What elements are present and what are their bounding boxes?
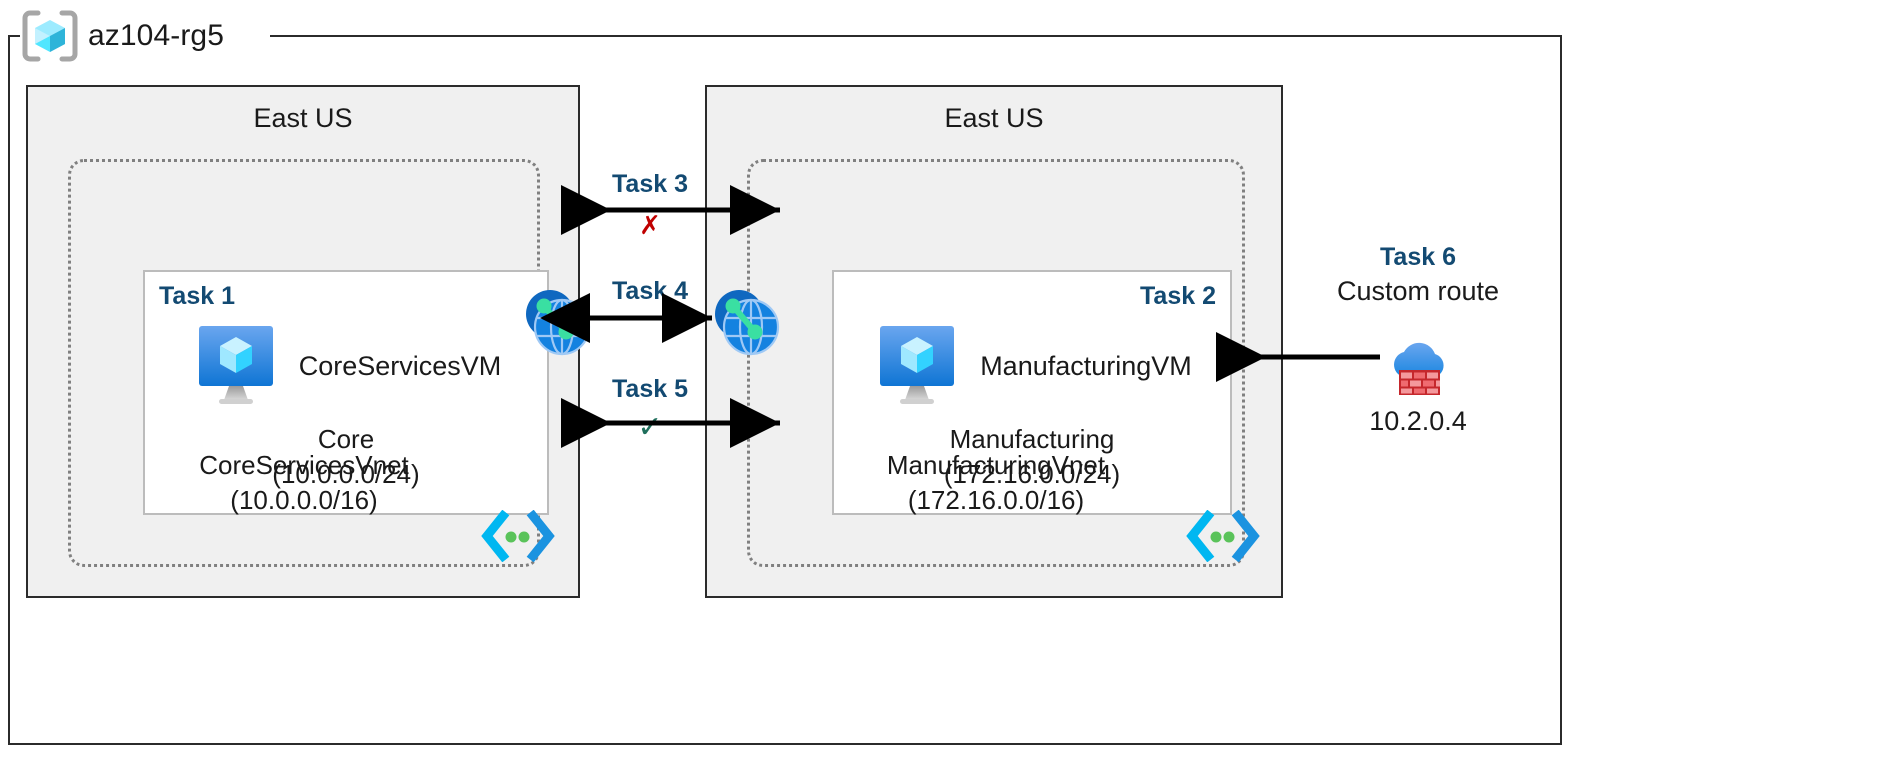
- vnet-label-manufacturing: ManufacturingVnet (172.16.0.0/16): [750, 448, 1242, 517]
- region-east-us-right: East US Task 2: [705, 85, 1283, 598]
- vnet-cidr-manufacturing: (172.16.0.0/16): [907, 484, 1085, 515]
- task-5-status-check: ✓: [637, 411, 663, 444]
- task-label-2: Task 2: [1140, 282, 1216, 310]
- subnet-manufacturing: Task 2: [832, 270, 1232, 515]
- vnet-coreservicesvnet: Task 1: [68, 159, 555, 567]
- subnet-core: Task 1: [143, 270, 549, 515]
- code-brackets-icon: [1186, 510, 1260, 562]
- subnet-label-manufacturing: Manufacturing (172.16.0.0/24): [834, 422, 1230, 491]
- vm-row-manufacturing: ManufacturingVM: [834, 318, 1230, 414]
- custom-route-label: Custom route: [1336, 276, 1500, 306]
- custom-route-block: Task 6 Custom route: [1318, 243, 1518, 307]
- subnet-cidr-manufacturing: (172.16.0.0/24): [943, 458, 1121, 489]
- task-3-status-cross: ✗: [639, 210, 661, 240]
- custom-route-ip: 10.2.0.4: [1369, 406, 1467, 436]
- subnet-label-core: Core (10.0.0.0/24): [145, 422, 547, 491]
- region-east-us-left: East US Task 1: [26, 85, 580, 598]
- vnet-cidr-core: (10.0.0.0/16): [230, 484, 378, 515]
- task-label-6: Task 6: [1380, 243, 1456, 271]
- vm-row-core: CoreServicesVM: [145, 318, 547, 414]
- azure-resource-group-icon: [22, 10, 78, 62]
- vm-name-core: CoreServicesVM: [298, 350, 502, 381]
- azure-firewall-icon: [1394, 342, 1444, 395]
- virtual-machine-icon: [880, 326, 955, 404]
- vnet-name-core: CoreServicesVnet: [199, 450, 409, 480]
- subnet-name-manufacturing: Manufacturing: [949, 424, 1115, 454]
- resource-group-label: az104-rg5: [22, 10, 238, 62]
- region-title-right: East US: [944, 103, 1044, 133]
- vnet-label-core: CoreServicesVnet (10.0.0.0/16): [71, 448, 537, 517]
- task-label-5: Task 5: [612, 375, 688, 403]
- task-label-1: Task 1: [159, 282, 235, 310]
- task-label-4: Task 4: [612, 277, 688, 305]
- vnet-peering-icon: [526, 290, 591, 356]
- task-label-3: Task 3: [612, 170, 688, 198]
- vnet-peering-icon: [715, 290, 780, 356]
- vnet-name-manufacturing: ManufacturingVnet: [886, 450, 1106, 480]
- vnet-manufacturingvnet: Task 2: [747, 159, 1260, 567]
- subnet-name-core: Core: [317, 424, 375, 454]
- resource-group-name: az104-rg5: [88, 19, 224, 52]
- region-title-left: East US: [253, 103, 353, 133]
- vm-name-manufacturing: ManufacturingVM: [980, 350, 1192, 381]
- virtual-machine-icon: [198, 326, 273, 404]
- subnet-cidr-core: (10.0.0.0/24): [272, 458, 420, 489]
- code-brackets-icon: [481, 510, 555, 562]
- custom-route-ip-wrap: 10.2.0.4: [1318, 400, 1518, 437]
